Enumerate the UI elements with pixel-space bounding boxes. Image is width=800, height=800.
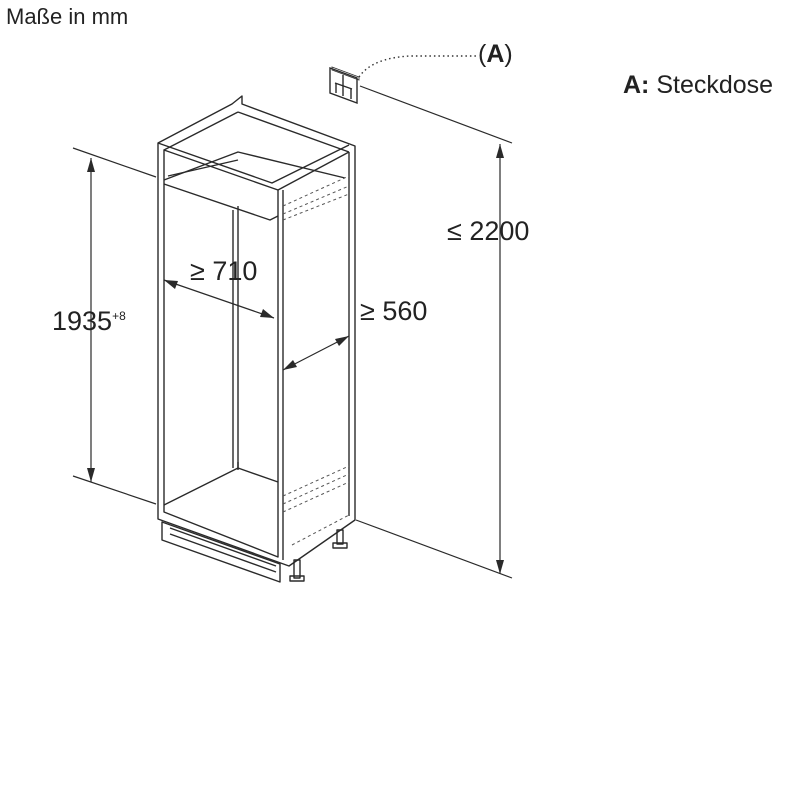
callout-label: (A): [478, 42, 513, 67]
plinth: [161, 521, 281, 583]
cabinet-front-opening: [163, 149, 279, 558]
niche-top: [163, 151, 346, 181]
cabinet-top-panel: [157, 142, 350, 184]
niche-height-tolerance: +8: [112, 309, 126, 323]
callout-close: ): [504, 40, 513, 68]
legend-socket: A: Steckdose: [623, 73, 773, 98]
callout-open: (: [478, 40, 487, 68]
niche-depth-label: ≥ 560: [360, 296, 428, 326]
callout-leader: [358, 55, 476, 78]
socket-height-label: ≤ 2200: [447, 216, 530, 246]
niche-height-label: 1935+8: [52, 308, 126, 335]
legend-text: Steckdose: [656, 71, 774, 99]
callout-key: A: [486, 40, 505, 68]
niche-bottom: [163, 467, 279, 506]
socket-icon: [329, 66, 360, 105]
width-dimension-line: [163, 279, 275, 319]
legend-key: A:: [623, 71, 650, 99]
page-title: Maße in mm: [6, 4, 129, 29]
niche-height-value: 1935: [52, 306, 113, 336]
cabinet-outline: [157, 95, 356, 567]
niche-width-label: ≥ 710: [190, 256, 258, 286]
